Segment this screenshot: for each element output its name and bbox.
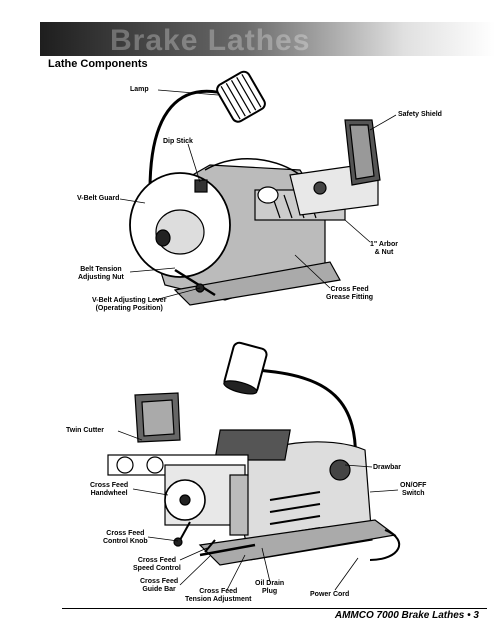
section-title: Lathe Components <box>48 58 148 70</box>
label-oil-drain-plug: Oil Drain Plug <box>255 580 285 595</box>
label-power-cord: Power Cord <box>310 591 350 598</box>
figure2-lathe-drawing <box>107 341 400 566</box>
label-cross-feed-grease: Cross Feed Grease Fitting <box>326 286 374 301</box>
figure2-leaders <box>117 430 399 591</box>
label-arbor-nut: 1" Arbor & Nut <box>370 241 398 256</box>
page-footer: AMMCO 7000 Brake Lathes • 3 <box>334 610 479 621</box>
label-cross-feed-tension-adjustment: Cross Feed Tension Adjustment <box>185 588 252 603</box>
label-drawbar: Drawbar <box>373 464 402 471</box>
label-dip-stick: Dip Stick <box>163 138 193 145</box>
label-twin-cutter: Twin Cutter <box>66 427 104 434</box>
figure1-leaders <box>119 89 397 301</box>
figure1-lathe-drawing <box>129 70 381 306</box>
label-vbelt-lever: V-Belt Adjusting Lever (Operating Positi… <box>92 297 167 312</box>
label-cross-feed-guide-bar: Cross Feed Guide Bar <box>140 578 179 593</box>
label-lamp: Lamp <box>130 86 149 93</box>
label-on-off-switch: ON/OFF Switch <box>400 482 427 497</box>
footer-rule <box>62 608 487 609</box>
label-vbelt-guard: V-Belt Guard <box>77 195 120 202</box>
label-cross-feed-speed-control: Cross Feed Speed Control <box>133 557 181 572</box>
label-cross-feed-control-knob: Cross Feed Control Knob <box>103 530 148 545</box>
label-safety-shield: Safety Shield <box>398 111 442 118</box>
header-banner <box>40 22 495 56</box>
label-belt-tension-nut: Belt Tension Adjusting Nut <box>78 266 124 281</box>
label-cross-feed-handwheel: Cross Feed Handwheel <box>90 482 129 497</box>
banner-title: Brake Lathes <box>110 24 311 57</box>
